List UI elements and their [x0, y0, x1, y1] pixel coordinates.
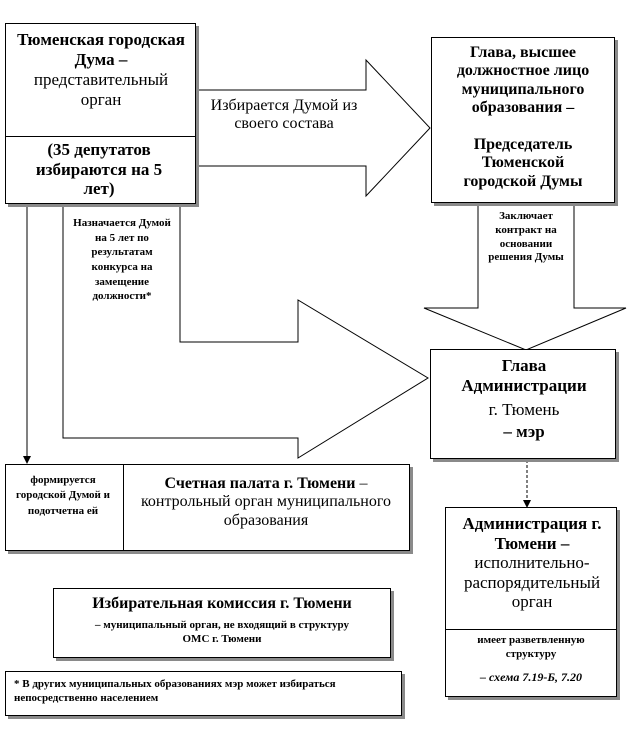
contract-arrow: [423, 203, 627, 351]
audit-divider: [123, 465, 124, 550]
admin-connector-head: [523, 500, 531, 508]
appointed-note: Назначается Думой на 5 лет по результата…: [73, 217, 171, 303]
elected-label: Избирается Думой из своего состава: [210, 97, 358, 133]
head-box: Глава, высшее должностное лицо муниципал…: [431, 37, 615, 203]
audit-connector-head: [23, 456, 31, 464]
admin-head-box: Глава Администрации г. Тюмень – мэр: [430, 349, 616, 459]
administration-scheme: – схема 7.19-Б, 7.20: [479, 670, 583, 684]
head-title: Глава, высшее должностное лицо муниципал…: [456, 44, 590, 117]
footnote-box: * В других муниципальных образованиях мэ…: [5, 671, 402, 716]
audit-name: Счетная палата г. Тюмени: [164, 475, 356, 492]
duma-role: представительный орган: [33, 70, 169, 109]
administration-divider: [446, 629, 616, 630]
duma-box: Тюменская городская Дума – представитель…: [5, 23, 196, 204]
contract-note: Заключает контракт на основании решения …: [488, 210, 564, 264]
appointed-arrow: [62, 204, 429, 459]
election-commission-name: Избирательная комиссия г. Тюмени: [92, 595, 352, 612]
audit-text: Счетная палата г. Тюмени – контрольный о…: [128, 475, 404, 530]
admin-head-mayor: – мэр: [503, 422, 545, 441]
administration-text: Администрация г. Тюмени – исполнительно-…: [452, 514, 612, 612]
audit-box: формируется городской Думой и подотчетна…: [5, 464, 410, 551]
administration-name: Администрация г. Тюмени –: [462, 514, 602, 553]
admin-head-title: Глава Администрации: [461, 356, 587, 395]
administration-role: исполнительно-распорядительный орган: [463, 553, 601, 612]
footnote-text: * В других муниципальных образованиях мэ…: [14, 678, 336, 704]
head-chair: Председатель Тюменской городской Думы: [463, 136, 583, 190]
election-commission-box: Избирательная комиссия г. Тюмени – муниц…: [53, 588, 391, 658]
elected-arrow: [195, 58, 431, 198]
admin-head-city: г. Тюмень: [488, 400, 560, 419]
administration-note: имеет разветвленную структуру: [477, 634, 585, 660]
audit-formed: формируется городской Думой и подотчетна…: [16, 474, 110, 517]
administration-box: Администрация г. Тюмени – исполнительно-…: [445, 507, 617, 697]
duma-deputies: (35 депутатов избираются на 5 лет): [35, 140, 163, 199]
audit-role: – контрольный орган муниципального образ…: [140, 475, 392, 529]
duma-name: Тюменская городская Дума –: [17, 30, 185, 69]
duma-divider: [6, 136, 195, 137]
election-commission-note: – муниципальный орган, не входящий в стр…: [94, 619, 350, 645]
